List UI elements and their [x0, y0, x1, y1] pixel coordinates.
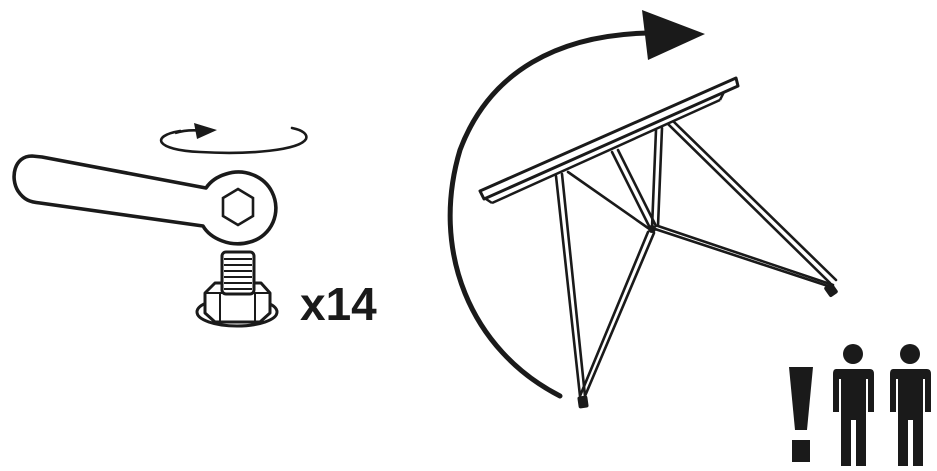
exclamation-warning-icon: [789, 367, 813, 462]
clockwise-rotation-arrow-icon: [159, 123, 308, 155]
table-frame-icon: [478, 76, 838, 409]
hex-bolt-icon: [195, 250, 279, 328]
large-rotation-arrow-icon: [447, 10, 705, 399]
quantity-label: x14: [300, 278, 377, 330]
two-person-icon: [833, 344, 931, 466]
hex-key-wrench-icon: [12, 154, 278, 246]
